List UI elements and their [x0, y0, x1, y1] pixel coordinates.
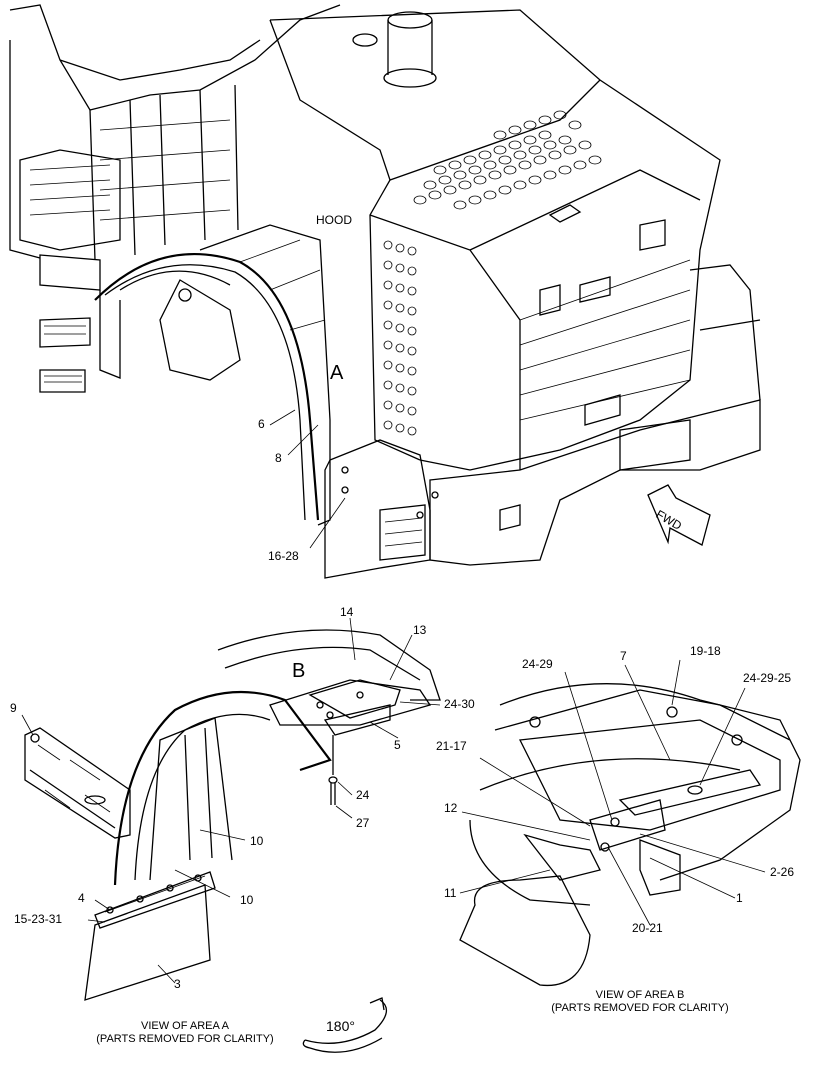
- callout-24-29: 24-29: [522, 657, 553, 671]
- caption-area-b-note: (PARTS REMOVED FOR CLARITY): [551, 1002, 729, 1014]
- callout-5: 5: [394, 738, 401, 752]
- callout-24-30: 24-30: [444, 697, 475, 711]
- callout-6: 6: [258, 417, 265, 431]
- callout-14: 14: [340, 605, 354, 619]
- rotation-label: 180°: [326, 1018, 355, 1034]
- caption-area-b-title: VIEW OF AREA B: [595, 989, 685, 1001]
- callout-10-lower: 10: [240, 893, 254, 907]
- callout-21-17: 21-17: [436, 739, 467, 753]
- callout-27: 27: [356, 816, 370, 830]
- area-b-marker: B: [292, 660, 306, 682]
- main-view-linework: [9, 4, 761, 579]
- rotation-arrow-shape: [304, 999, 387, 1044]
- callout-11: 11: [444, 886, 457, 900]
- hood-label: HOOD: [316, 213, 352, 227]
- area-b-linework: [459, 683, 801, 987]
- callout-15-23-31: 15-23-31: [14, 912, 63, 926]
- callout-1: 1: [736, 891, 743, 905]
- main-view-leaders: [269, 409, 346, 549]
- caption-area-a-note: (PARTS REMOVED FOR CLARITY): [96, 1033, 274, 1045]
- callout-4: 4: [78, 891, 85, 905]
- area-a-marker: A: [330, 362, 344, 384]
- caption-area-b: VIEW OF AREA B (PARTS REMOVED FOR CLARIT…: [530, 989, 750, 1015]
- callout-12: 12: [444, 801, 458, 815]
- callout-8: 8: [275, 451, 282, 465]
- area-a-leaders: [21, 617, 441, 984]
- callout-3: 3: [174, 977, 181, 991]
- area-a-linework: [24, 629, 441, 1001]
- callout-24-29-25: 24-29-25: [743, 671, 792, 685]
- callout-24: 24: [356, 788, 370, 802]
- callout-13: 13: [413, 623, 427, 637]
- area-b-leaders: [459, 659, 766, 926]
- callout-2-26: 2-26: [770, 865, 795, 879]
- caption-area-a-title: VIEW OF AREA A: [140, 1020, 230, 1032]
- callout-20-21: 20-21: [632, 921, 663, 935]
- callout-7: 7: [620, 649, 627, 663]
- callout-10-upper: 10: [250, 834, 264, 848]
- callout-19-18: 19-18: [690, 644, 721, 658]
- callout-16-28: 16-28: [268, 549, 299, 563]
- fwd-arrow-shape: [647, 484, 711, 546]
- callout-9: 9: [10, 701, 17, 715]
- caption-area-a: VIEW OF AREA A (PARTS REMOVED FOR CLARIT…: [80, 1020, 290, 1046]
